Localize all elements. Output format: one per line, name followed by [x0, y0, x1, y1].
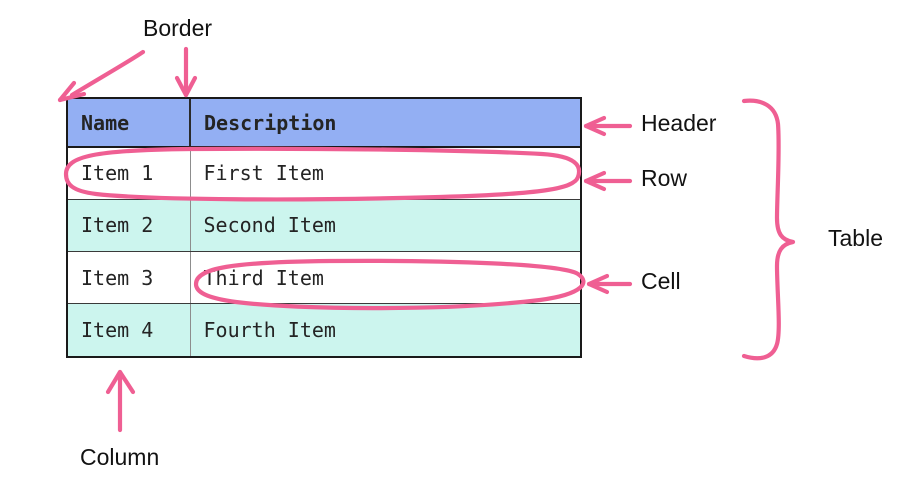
annotation-label-column: Column — [80, 444, 160, 470]
header-row: Name Description — [68, 99, 580, 148]
table-row: Item 2 Second Item — [68, 199, 580, 253]
table-row: Item 3 Third Item — [68, 251, 580, 305]
table-row: Item 4 Fourth Item — [68, 303, 580, 356]
cell-description: Second Item — [190, 199, 580, 253]
cell-name: Item 2 — [68, 199, 191, 253]
cell-description: First Item — [190, 147, 580, 200]
cell-description: Fourth Item — [190, 303, 580, 356]
annotation-label-border: Border — [143, 15, 213, 41]
row-arrow-left-icon — [583, 170, 633, 192]
data-table: Name Description Item 1 First Item Item … — [68, 99, 580, 356]
column-header-description: Description — [190, 99, 580, 148]
annotation-label-table: Table — [828, 225, 883, 251]
header-arrow-left-icon — [583, 115, 633, 137]
table: Name Description Item 1 First Item Item … — [66, 97, 582, 358]
cell-description: Third Item — [190, 251, 580, 305]
cell-name: Item 4 — [68, 303, 191, 356]
annotation-label-row: Row — [641, 165, 688, 191]
annotation-label-cell: Cell — [641, 268, 681, 294]
column-arrow-up-icon — [105, 369, 136, 433]
cell-name: Item 1 — [68, 147, 191, 200]
column-header-name: Name — [68, 99, 191, 148]
table-header: Name Description — [68, 99, 580, 148]
table-row: Item 1 First Item — [68, 147, 580, 200]
border-arrow-diagonal-icon — [57, 49, 146, 103]
annotation-label-header: Header — [641, 110, 717, 136]
cell-name: Item 3 — [68, 251, 191, 305]
cell-arrow-left-icon — [586, 273, 633, 295]
border-arrow-down-icon — [174, 46, 198, 98]
table-body: Item 1 First Item Item 2 Second Item Ite… — [68, 147, 580, 356]
table-brace-icon — [741, 98, 796, 361]
